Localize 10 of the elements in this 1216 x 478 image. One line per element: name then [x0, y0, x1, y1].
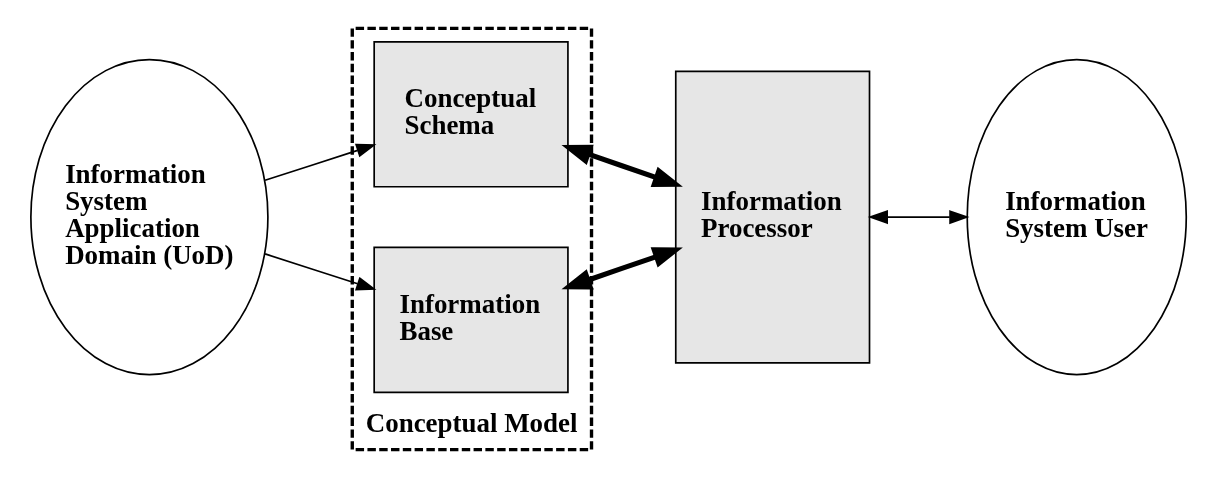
- arrow: [263, 253, 376, 291]
- node-box: Information Base: [372, 246, 569, 394]
- arrow: [561, 144, 683, 187]
- node-ellipse: Information System User: [965, 58, 1187, 376]
- arrow: [561, 247, 683, 290]
- node-box: Conceptual Schema: [372, 41, 569, 188]
- arrow: [867, 210, 969, 225]
- arrow: [263, 143, 376, 182]
- node-box: Information Processor: [674, 70, 870, 364]
- node-ellipse: Information System Application Domain (UoD): [29, 58, 269, 376]
